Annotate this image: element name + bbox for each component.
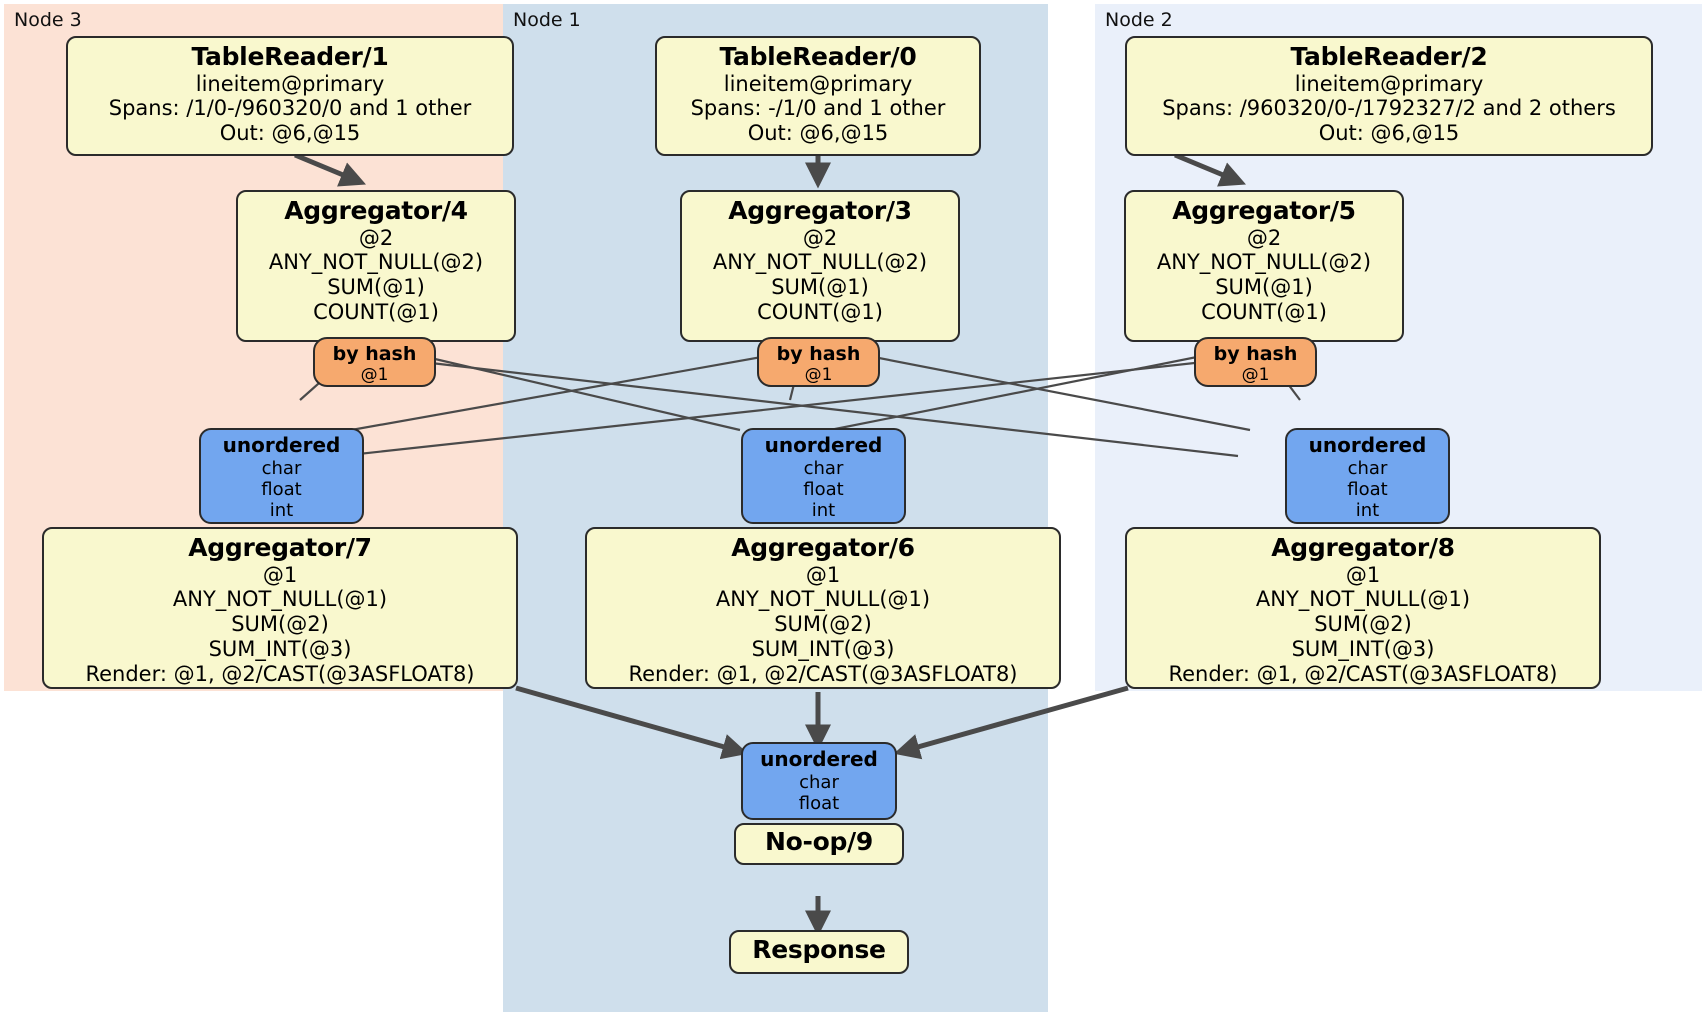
unordered-receiver-right-type-2: float: [1347, 478, 1388, 500]
unordered-receiver-left-type-2: float: [261, 478, 302, 500]
table-reader-0-spans: Spans: -/1/0 and 1 other: [690, 96, 946, 121]
aggregator-4-title: Aggregator/4: [284, 196, 468, 225]
hash-router-left-key: @1: [360, 365, 389, 386]
node-aggregator-6[interactable]: Aggregator/6 @1 ANY_NOT_NULL(@1) SUM(@2)…: [585, 527, 1061, 689]
aggregator-3-group: @2: [802, 225, 838, 250]
unordered-receiver-left-type-1: char: [261, 457, 302, 479]
hash-router-right-title: by hash: [1213, 343, 1298, 365]
hash-router-center-key: @1: [804, 365, 833, 386]
hash-router-center-title: by hash: [776, 343, 861, 365]
aggregator-8-func-2: SUM(@2): [1314, 612, 1412, 637]
aggregator-5-title: Aggregator/5: [1172, 196, 1356, 225]
unordered-receiver-left-type-3: int: [269, 500, 294, 522]
node-table-reader-2[interactable]: TableReader/2 lineitem@primary Spans: /9…: [1125, 36, 1653, 156]
unordered-receiver-final-type-1: char: [799, 771, 839, 793]
aggregator-5-func-1: ANY_NOT_NULL(@2): [1156, 250, 1372, 275]
unordered-receiver-center[interactable]: unordered char float int: [741, 428, 906, 524]
table-reader-0-title: TableReader/0: [719, 42, 917, 71]
unordered-receiver-final-title: unordered: [760, 747, 878, 771]
aggregator-3-title: Aggregator/3: [728, 196, 912, 225]
aggregator-6-group: @1: [805, 562, 841, 587]
aggregator-7-func-1: ANY_NOT_NULL(@1): [172, 587, 388, 612]
aggregator-8-func-1: ANY_NOT_NULL(@1): [1255, 587, 1471, 612]
unordered-receiver-center-type-1: char: [803, 457, 844, 479]
aggregator-4-func-2: SUM(@1): [327, 275, 425, 300]
response-title: Response: [752, 935, 886, 964]
no-op-9-title: No-op/9: [765, 827, 873, 856]
hash-router-right-key: @1: [1241, 365, 1270, 386]
aggregator-3-func-1: ANY_NOT_NULL(@2): [712, 250, 928, 275]
unordered-receiver-center-type-2: float: [803, 478, 844, 500]
node-aggregator-5[interactable]: Aggregator/5 @2 ANY_NOT_NULL(@2) SUM(@1)…: [1124, 190, 1404, 342]
unordered-receiver-right[interactable]: unordered char float int: [1285, 428, 1450, 524]
table-reader-0-out: Out: @6,@15: [747, 121, 889, 146]
aggregator-6-title: Aggregator/6: [731, 533, 915, 562]
table-reader-1-title: TableReader/1: [191, 42, 389, 71]
aggregator-4-group: @2: [358, 225, 394, 250]
unordered-receiver-right-type-3: int: [1355, 500, 1380, 522]
hash-router-left[interactable]: by hash @1: [313, 337, 436, 387]
aggregator-7-group: @1: [262, 562, 298, 587]
aggregator-6-func-3: SUM_INT(@3): [751, 636, 895, 661]
unordered-receiver-final-type-2: float: [798, 792, 840, 814]
unordered-receiver-right-title: unordered: [1308, 433, 1427, 457]
node-response[interactable]: Response: [729, 930, 909, 974]
aggregator-3-func-2: SUM(@1): [771, 275, 869, 300]
table-reader-1-table: lineitem@primary: [195, 71, 385, 96]
hash-router-left-title: by hash: [332, 343, 417, 365]
aggregator-6-render: Render: @1, @2/CAST(@3ASFLOAT8): [628, 661, 1018, 686]
aggregator-3-func-3: COUNT(@1): [757, 299, 883, 324]
panel-node-2-label: Node 2: [1105, 9, 1173, 31]
unordered-receiver-center-title: unordered: [764, 433, 883, 457]
table-reader-2-spans: Spans: /960320/0-/1792327/2 and 2 others: [1162, 96, 1616, 121]
node-table-reader-1[interactable]: TableReader/1 lineitem@primary Spans: /1…: [66, 36, 514, 156]
hash-router-right[interactable]: by hash @1: [1194, 337, 1317, 387]
unordered-receiver-right-type-1: char: [1347, 457, 1388, 479]
aggregator-4-func-1: ANY_NOT_NULL(@2): [268, 250, 484, 275]
aggregator-8-func-3: SUM_INT(@3): [1291, 636, 1435, 661]
aggregator-8-title: Aggregator/8: [1271, 533, 1455, 562]
table-reader-2-table: lineitem@primary: [1294, 71, 1484, 96]
aggregator-5-func-2: SUM(@1): [1215, 275, 1313, 300]
aggregator-7-func-3: SUM_INT(@3): [208, 636, 352, 661]
aggregator-6-func-2: SUM(@2): [774, 612, 872, 637]
node-no-op-9[interactable]: No-op/9: [734, 823, 904, 865]
aggregator-5-func-3: COUNT(@1): [1201, 299, 1327, 324]
node-table-reader-0[interactable]: TableReader/0 lineitem@primary Spans: -/…: [655, 36, 981, 156]
panel-node-3-label: Node 3: [14, 9, 82, 31]
aggregator-7-func-2: SUM(@2): [231, 612, 329, 637]
hash-router-center[interactable]: by hash @1: [757, 337, 880, 387]
table-reader-0-table: lineitem@primary: [723, 71, 913, 96]
aggregator-8-render: Render: @1, @2/CAST(@3ASFLOAT8): [1168, 661, 1558, 686]
table-reader-1-spans: Spans: /1/0-/960320/0 and 1 other: [108, 96, 472, 121]
panel-node-1-label: Node 1: [513, 9, 581, 31]
aggregator-4-func-3: COUNT(@1): [313, 299, 439, 324]
aggregator-8-group: @1: [1345, 562, 1381, 587]
aggregator-7-title: Aggregator/7: [188, 533, 372, 562]
aggregator-7-render: Render: @1, @2/CAST(@3ASFLOAT8): [85, 661, 475, 686]
table-reader-1-out: Out: @6,@15: [219, 121, 361, 146]
aggregator-6-func-1: ANY_NOT_NULL(@1): [715, 587, 931, 612]
unordered-receiver-center-type-3: int: [811, 500, 836, 522]
unordered-receiver-left-title: unordered: [222, 433, 341, 457]
unordered-receiver-left[interactable]: unordered char float int: [199, 428, 364, 524]
node-aggregator-8[interactable]: Aggregator/8 @1 ANY_NOT_NULL(@1) SUM(@2)…: [1125, 527, 1601, 689]
unordered-receiver-final[interactable]: unordered char float: [741, 742, 897, 820]
node-aggregator-7[interactable]: Aggregator/7 @1 ANY_NOT_NULL(@1) SUM(@2)…: [42, 527, 518, 689]
node-aggregator-4[interactable]: Aggregator/4 @2 ANY_NOT_NULL(@2) SUM(@1)…: [236, 190, 516, 342]
node-aggregator-3[interactable]: Aggregator/3 @2 ANY_NOT_NULL(@2) SUM(@1)…: [680, 190, 960, 342]
table-reader-2-title: TableReader/2: [1290, 42, 1488, 71]
table-reader-2-out: Out: @6,@15: [1318, 121, 1460, 146]
aggregator-5-group: @2: [1246, 225, 1282, 250]
